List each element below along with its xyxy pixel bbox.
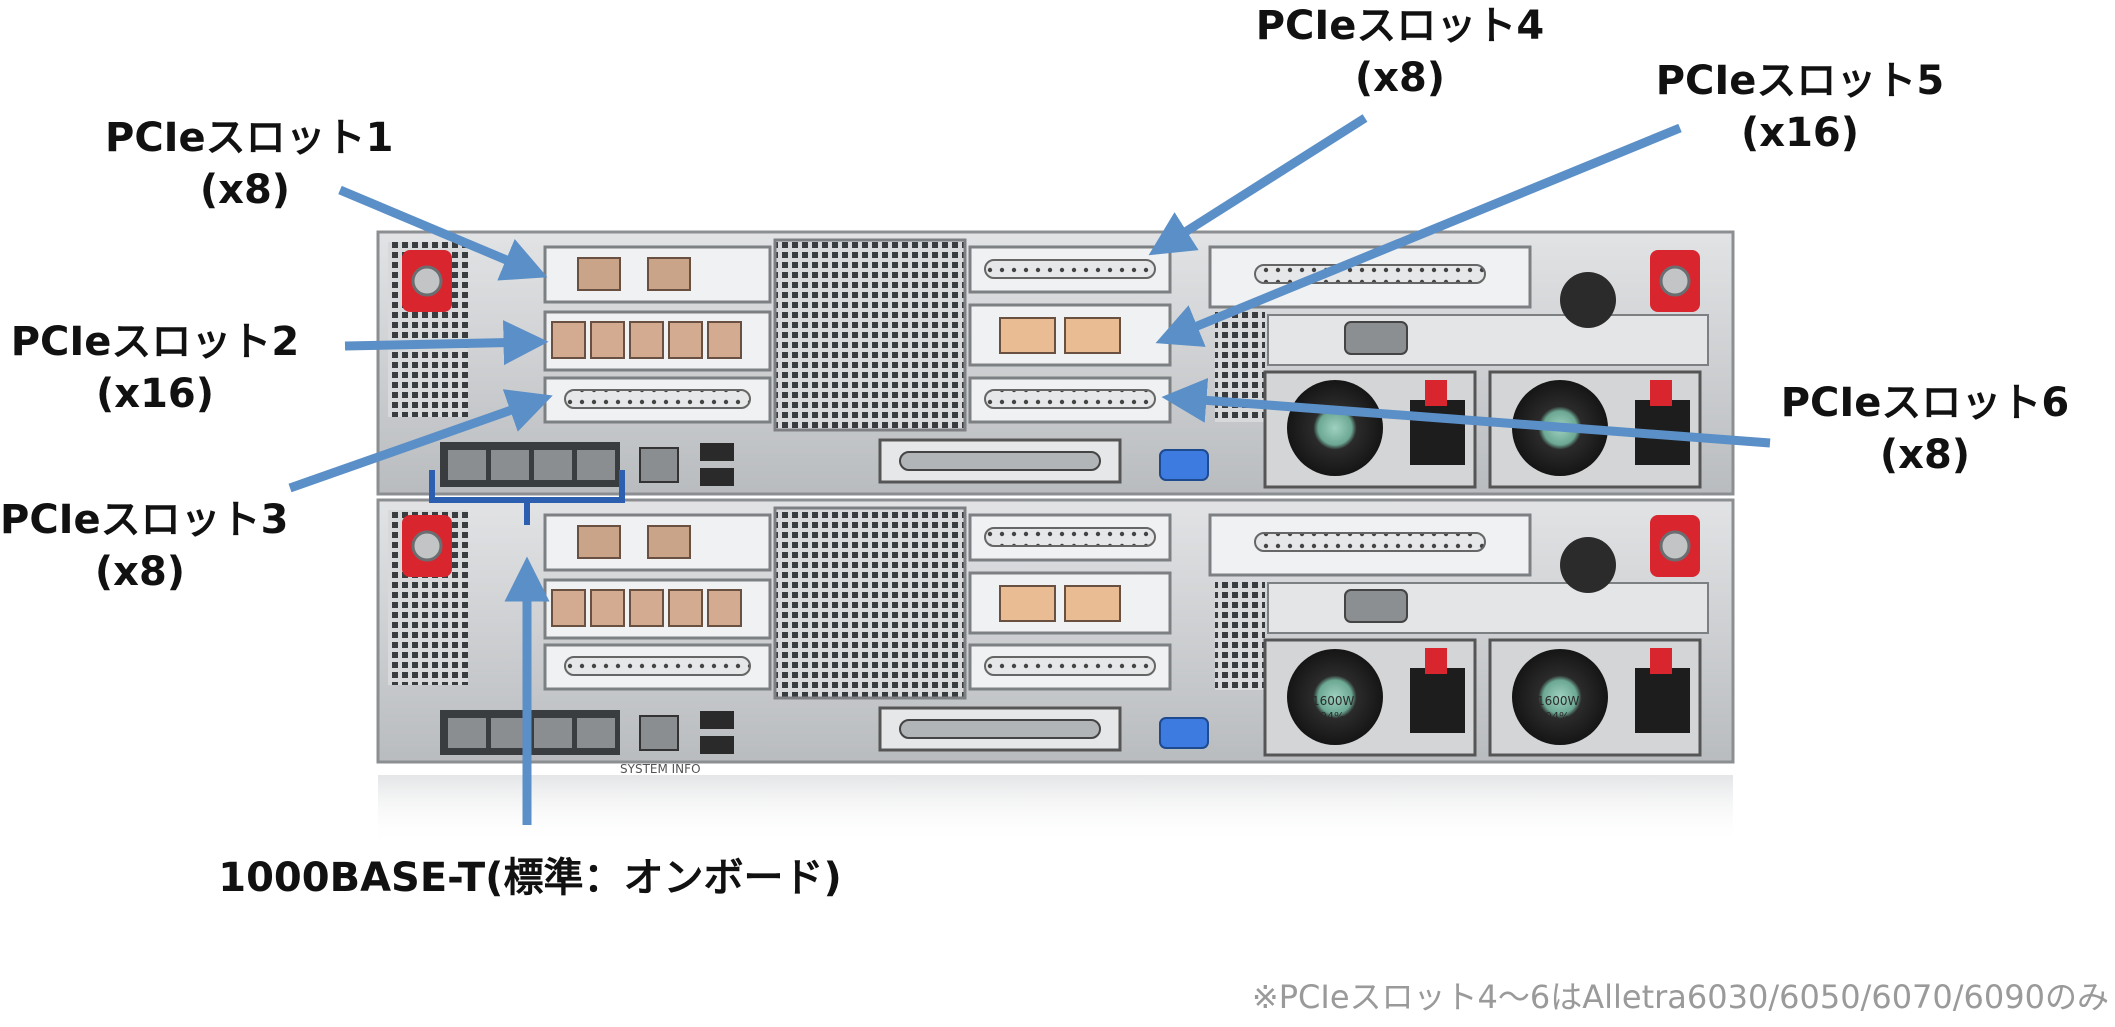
- label-slot5-lanes: (x16): [1740, 110, 1860, 156]
- fan-icon: [1287, 380, 1383, 476]
- footnote: ※PCIeスロット4～6はAlletra6030/6050/6070/6090の…: [1251, 978, 2109, 1016]
- psu-efficiency: 94%: [1320, 710, 1344, 723]
- usb-port[interactable]: [700, 468, 734, 486]
- label-slot2-name: PCIeスロット2: [10, 319, 300, 365]
- label-lan: 1000BASE-T(標準：オンボード): [210, 852, 850, 904]
- label-slot6: PCIeスロット6 (x8): [1775, 377, 2075, 481]
- label-slot4-lanes: (x8): [1354, 55, 1446, 101]
- usb-port[interactable]: [700, 443, 734, 461]
- fan-icon: [1287, 649, 1383, 745]
- label-slot1-lanes: (x8): [199, 167, 291, 213]
- vga-port[interactable]: [1159, 449, 1209, 481]
- psu-wattage: 1600W: [1537, 694, 1580, 708]
- label-slot6-lanes: (x8): [1879, 432, 1971, 478]
- power-inlet[interactable]: [1635, 400, 1690, 465]
- label-slot4: PCIeスロット4 (x8): [1250, 0, 1550, 104]
- psu-wattage: 1600W: [1312, 694, 1355, 708]
- mgmt-port[interactable]: [639, 447, 679, 483]
- system-info-tag: SYSTEM INFO: [620, 762, 701, 776]
- label-slot1-name: PCIeスロット1: [105, 115, 394, 161]
- label-lan-text: 1000BASE-T(標準：オンボード): [218, 855, 842, 901]
- fan-icon: [1512, 649, 1608, 745]
- label-slot1: PCIeスロット1 (x8): [105, 112, 394, 216]
- usb-port[interactable]: [700, 736, 734, 754]
- power-inlet[interactable]: [1410, 668, 1465, 733]
- label-slot3-lanes: (x8): [94, 549, 186, 595]
- label-slot5: PCIeスロット5 (x16): [1650, 55, 1950, 159]
- label-slot2-lanes: (x16): [95, 371, 215, 417]
- lower-node: SYSTEM INFO 1600W 94% 1600W 94%: [376, 498, 1735, 776]
- fan-icon: [1512, 380, 1608, 476]
- serial-port[interactable]: [1344, 321, 1408, 355]
- mgmt-port[interactable]: [639, 715, 679, 751]
- label-slot2: PCIeスロット2 (x16): [5, 316, 305, 420]
- power-inlet[interactable]: [1635, 668, 1690, 733]
- label-slot3-name: PCIeスロット3: [0, 497, 289, 543]
- serial-port[interactable]: [1344, 589, 1408, 623]
- upper-node: [376, 230, 1735, 496]
- label-slot5-name: PCIeスロット5: [1655, 58, 1945, 104]
- usb-port[interactable]: [700, 711, 734, 729]
- vga-port[interactable]: [1159, 717, 1209, 749]
- label-slot3: PCIeスロット3 (x8): [0, 494, 289, 598]
- label-slot4-name: PCIeスロット4: [1255, 3, 1545, 49]
- psu-efficiency: 94%: [1545, 710, 1569, 723]
- power-inlet[interactable]: [1410, 400, 1465, 465]
- label-slot6-name: PCIeスロット6: [1780, 380, 2070, 426]
